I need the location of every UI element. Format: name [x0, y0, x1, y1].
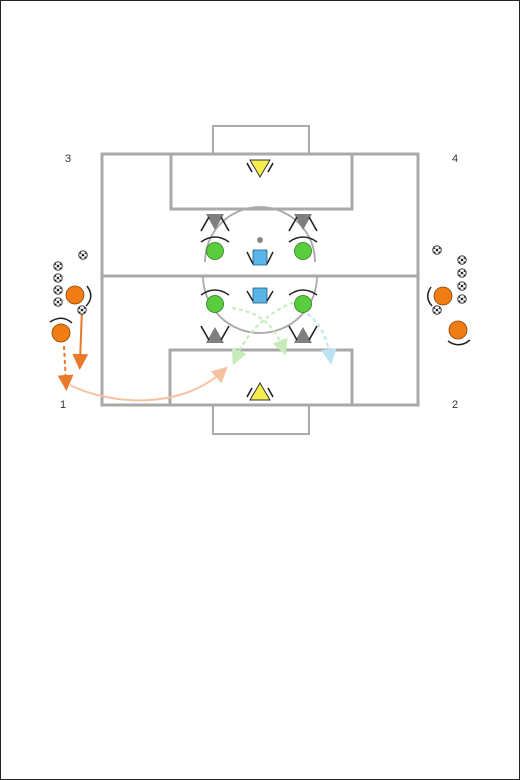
- green-player-2: [288, 236, 318, 260]
- attacker-left-2: [49, 317, 73, 343]
- player-cone-icon: [294, 214, 312, 230]
- top-goal: [212, 125, 310, 155]
- soccer-field: [100, 152, 420, 407]
- pass-arrow-green-2: [231, 307, 288, 356]
- player-cone-icon: [65, 285, 85, 305]
- coach-head-icon: [257, 237, 263, 243]
- soccer-ball-icon: [53, 273, 63, 283]
- dribble-arrow: [72, 307, 89, 370]
- player-cone-icon: [294, 295, 312, 313]
- neutral-player-bottom-left: [200, 325, 230, 343]
- bottom-goal: [212, 404, 310, 435]
- cross-pass-arrow: [69, 366, 228, 402]
- soccer-ball-icon: [53, 261, 63, 271]
- coach-bottom: [246, 287, 274, 304]
- goalkeeper-top: [246, 159, 274, 178]
- neutral-player-top-left: [200, 214, 230, 232]
- corner-label-top-right: 4: [452, 153, 458, 165]
- goalkeeper-bottom: [246, 382, 274, 401]
- player-cone-icon: [206, 327, 224, 343]
- coach-top: [246, 237, 274, 266]
- soccer-ball-icon: [77, 305, 87, 315]
- player-cone-icon: [206, 295, 224, 313]
- soccer-ball-icon: [53, 297, 63, 307]
- pass-arrow-blue: [301, 309, 337, 365]
- soccer-ball-icon: [457, 255, 467, 265]
- player-cone-icon: [294, 327, 312, 343]
- player-cone-icon: [206, 242, 224, 260]
- soccer-ball-icon: [457, 281, 467, 291]
- goalkeeper-icon: [249, 382, 271, 401]
- soccer-ball-icon: [457, 268, 467, 278]
- soccer-ball-icon: [432, 245, 442, 255]
- green-player-1: [200, 236, 230, 260]
- player-cone-icon: [448, 320, 468, 340]
- goalkeeper-icon: [249, 159, 271, 178]
- run-arrow: [57, 345, 74, 391]
- player-cone-icon: [294, 242, 312, 260]
- shirt-icon: [252, 287, 268, 304]
- soccer-ball-icon: [432, 305, 442, 315]
- shirt-icon: [252, 249, 268, 266]
- pass-arrow-green-1: [231, 299, 301, 366]
- ball-stack-left: [53, 250, 88, 315]
- player-cone-icon: [51, 323, 71, 343]
- neutral-player-top-right: [288, 214, 318, 232]
- attacker-right-2: [447, 320, 471, 346]
- field-boundary: [100, 152, 420, 407]
- attacker-right-1: [427, 286, 453, 307]
- ball-stack-right: [432, 245, 467, 315]
- green-player-3: [200, 289, 230, 313]
- player-cone-icon: [433, 286, 453, 306]
- corner-label-bottom-right: 2: [452, 399, 458, 411]
- attacker-left-1: [65, 285, 92, 307]
- corner-label-bottom-left: 1: [60, 399, 66, 411]
- soccer-ball-icon: [457, 294, 467, 304]
- green-player-4: [288, 289, 318, 313]
- neutral-player-bottom-right: [288, 325, 318, 343]
- soccer-ball-icon: [78, 250, 88, 260]
- corner-label-top-left: 3: [65, 153, 71, 165]
- player-cone-icon: [206, 214, 224, 230]
- soccer-ball-icon: [53, 285, 63, 295]
- movement-arrows: [57, 299, 337, 402]
